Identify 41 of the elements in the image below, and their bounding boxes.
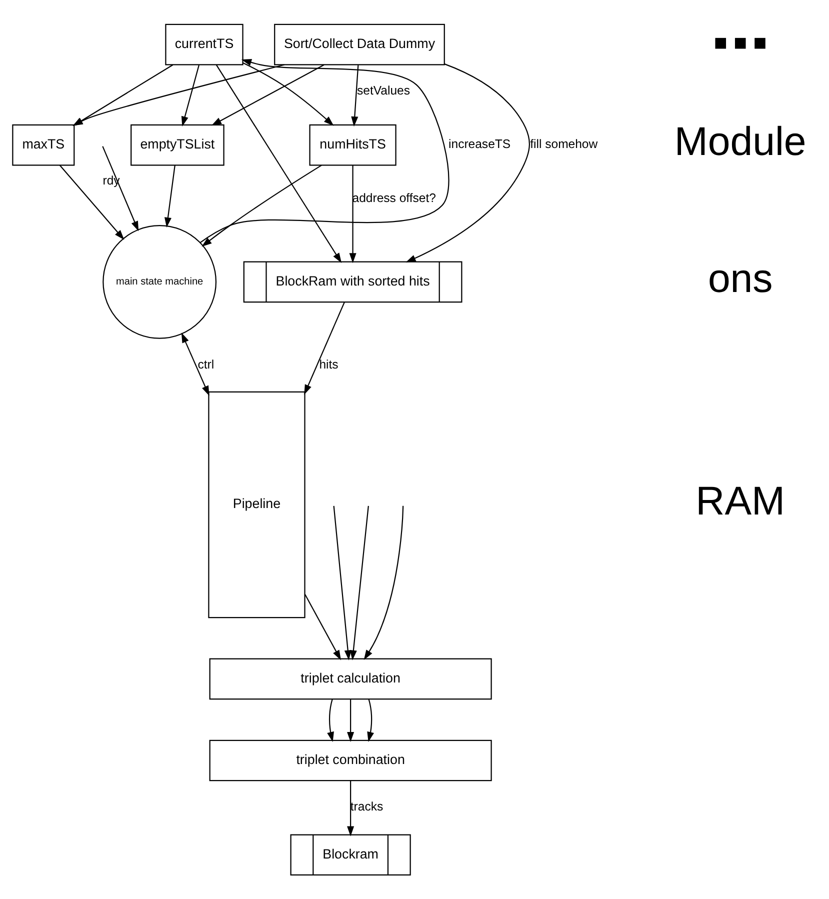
arrow [304,594,341,660]
arrow [351,64,359,126]
edge-label: ctrl [198,356,214,371]
node-box: triplet calculation [209,658,492,700]
node-box: maxTS [12,124,75,166]
node-box: triplet combination [209,739,492,781]
arrow [102,146,139,231]
arrow [242,62,334,126]
arrow [406,62,530,262]
arrow [333,505,357,660]
arrow [202,164,322,246]
arrow [364,505,404,660]
label: Module [674,118,806,164]
arrow [211,64,324,126]
arrow [200,58,450,243]
label: ■ ■ ■ [714,30,767,55]
arrow [181,64,200,126]
label: RAM [696,478,786,524]
arrow [181,332,210,396]
arrow [349,164,356,263]
node-box: numHitsTS [309,124,396,166]
arrow [344,505,369,660]
arrow [304,302,345,394]
arrow [59,164,124,240]
node-box: currentTS [165,23,244,65]
arrow [367,698,374,742]
arrow [347,780,354,836]
edge-label: fill somehow [530,136,598,151]
node-box: Sort/Collect Data Dummy [274,23,445,65]
edge-label: setValues [357,83,410,98]
arrow [216,64,342,263]
node-box: emptyTSList [130,124,224,166]
arrow [347,698,354,742]
edge-label: tracks [350,799,384,814]
edge-label: hits [319,356,338,371]
label: ons [708,255,773,300]
arrow [164,164,176,228]
node-box: Pipeline [208,390,306,618]
arrow [327,698,334,742]
edge-label: increaseTS [448,136,511,151]
node-circle: main state machine [102,224,217,338]
